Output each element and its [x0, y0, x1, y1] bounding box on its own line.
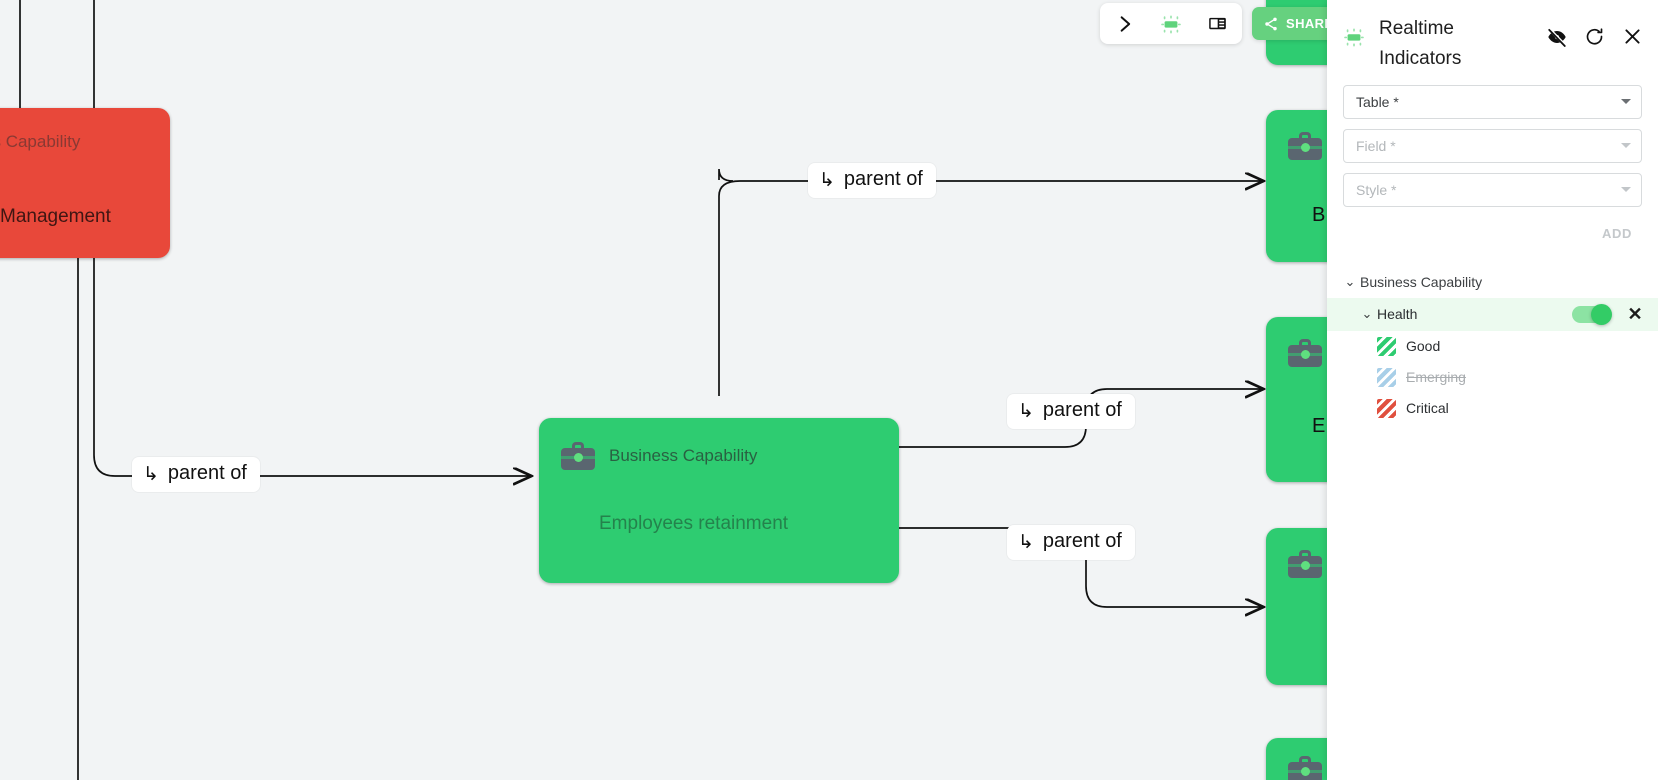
eye-off-icon[interactable] — [1546, 26, 1568, 48]
chevron-right-icon[interactable] — [1110, 9, 1140, 39]
subdirectory-arrow-icon: ↳ — [1018, 401, 1034, 422]
chevron-down-icon — [1621, 143, 1631, 149]
tree-value-label: Critical — [1406, 400, 1449, 417]
tree-value-emerging[interactable]: Emerging — [1327, 362, 1658, 393]
chevron-down-icon[interactable]: ⌄ — [1361, 306, 1373, 322]
node-management[interactable]: Business Capability Management — [0, 108, 170, 258]
node-right-2[interactable]: E — [1266, 317, 1327, 482]
chevron-down-icon[interactable]: ⌄ — [1344, 274, 1356, 290]
node-header — [1288, 132, 1322, 160]
tree-value-critical[interactable]: Critical — [1327, 393, 1658, 424]
indicators-tree: ⌄ Business Capability ⌄ Health ✕ Good Em… — [1327, 267, 1658, 424]
panel-header-actions — [1546, 14, 1644, 48]
node-name: E — [1312, 415, 1326, 437]
realtime-indicators-icon[interactable] — [1156, 9, 1186, 39]
side-panel-icon[interactable] — [1202, 9, 1232, 39]
node-header: Business Capability — [0, 132, 80, 152]
field-select-label: Field * — [1356, 137, 1396, 154]
subdirectory-arrow-icon: ↳ — [819, 170, 835, 191]
node-type-label: Business Capability — [609, 446, 758, 465]
briefcase-icon — [1288, 756, 1322, 780]
edge-label-parent-of[interactable]: ↳ parent of — [808, 163, 936, 198]
tree-group-label: Business Capability — [1360, 274, 1483, 291]
subdirectory-arrow-icon: ↳ — [143, 464, 159, 485]
style-select[interactable]: Style * — [1343, 172, 1642, 207]
share-icon — [1265, 17, 1277, 30]
briefcase-icon — [1288, 550, 1322, 578]
briefcase-icon — [1288, 132, 1322, 160]
realtime-indicators-panel: Realtime Indicators — [1327, 0, 1658, 780]
tree-group-business-capability[interactable]: ⌄ Business Capability — [1327, 267, 1658, 298]
node-right-1[interactable]: B — [1266, 110, 1327, 262]
swatch-emerging — [1377, 367, 1396, 387]
node-name: Management — [0, 206, 111, 227]
refresh-icon[interactable] — [1584, 26, 1606, 48]
edge-label-text: parent of — [843, 168, 923, 190]
edge-label-text: parent of — [1042, 399, 1122, 421]
edge-layer — [19, 0, 1327, 780]
node-name: Employees retainment — [599, 513, 789, 534]
page-title: Realtime Indicators — [1379, 18, 1462, 70]
canvas-toolbar: SHARE — [1100, 3, 1347, 44]
node-header: Business Capability — [561, 442, 757, 470]
panel-title-wrap: Realtime Indicators — [1343, 14, 1546, 75]
briefcase-icon — [561, 442, 595, 470]
edge-label-text: parent of — [167, 462, 247, 484]
field-select[interactable]: Field * — [1343, 128, 1642, 163]
tree-item-health[interactable]: ⌄ Health ✕ — [1327, 297, 1658, 331]
briefcase-icon — [1288, 339, 1322, 367]
node-header — [1288, 550, 1322, 578]
edge-label-text: parent of — [1042, 530, 1122, 552]
realtime-indicators-icon — [1343, 26, 1365, 48]
share-label: SHARE — [1286, 16, 1334, 31]
edge-label-parent-of[interactable]: ↳ parent of — [132, 457, 260, 492]
node-type-label: Business Capability — [0, 132, 81, 151]
swatch-critical — [1377, 398, 1396, 418]
style-select-label: Style * — [1356, 181, 1397, 198]
panel-header: Realtime Indicators — [1327, 0, 1658, 85]
node-name: B — [1312, 204, 1326, 226]
node-header — [1288, 756, 1322, 780]
table-select-label: Table * — [1356, 93, 1399, 110]
chevron-down-icon — [1621, 99, 1631, 105]
node-right-4[interactable] — [1266, 738, 1327, 780]
close-icon[interactable] — [1622, 26, 1644, 48]
chevron-down-icon — [1621, 187, 1631, 193]
node-employees-retainment[interactable]: Business Capability Employees retainment — [539, 418, 899, 583]
tree-value-label: Good — [1406, 338, 1441, 355]
tree-value-label: Emerging — [1406, 369, 1466, 386]
add-button[interactable]: ADD — [1602, 225, 1632, 241]
table-select[interactable]: Table * — [1343, 84, 1642, 119]
health-toggle[interactable] — [1572, 303, 1612, 325]
node-right-3[interactable] — [1266, 528, 1327, 685]
tree-item-label: Health — [1377, 306, 1418, 323]
swatch-good — [1377, 336, 1396, 356]
add-row: ADD — [1327, 217, 1658, 247]
tree-value-good[interactable]: Good — [1327, 331, 1658, 362]
node-header — [1288, 339, 1322, 367]
remove-health-icon[interactable]: ✕ — [1627, 304, 1643, 325]
subdirectory-arrow-icon: ↳ — [1018, 532, 1034, 553]
edge-label-parent-of[interactable]: ↳ parent of — [1007, 525, 1135, 560]
edge-label-parent-of[interactable]: ↳ parent of — [1007, 394, 1135, 429]
toolbar-group — [1100, 3, 1242, 44]
diagram-canvas[interactable]: Business Capability Management Business … — [0, 0, 1327, 780]
